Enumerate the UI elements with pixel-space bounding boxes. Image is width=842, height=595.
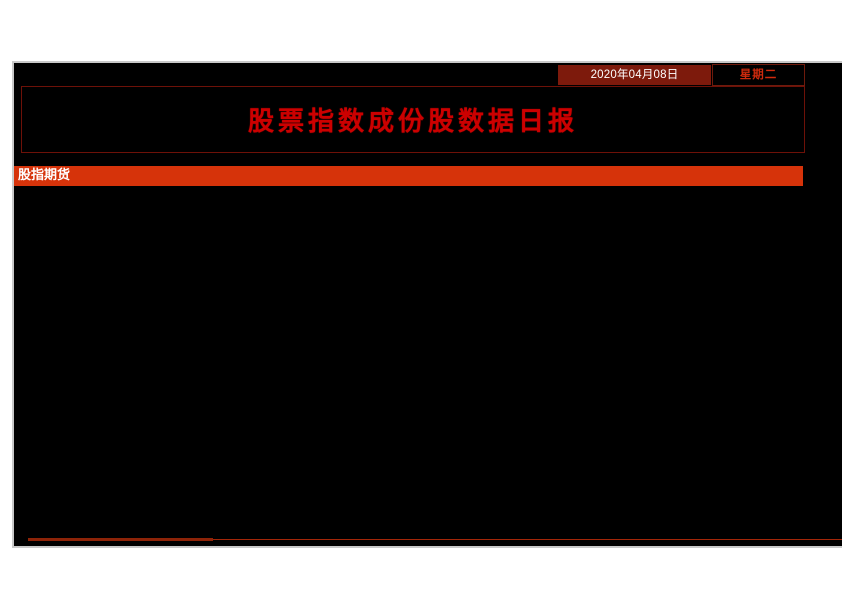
report-date-cell: 2020年04月08日 (557, 64, 712, 86)
title-box: 股票指数成份股数据日报 (21, 86, 805, 153)
section-data-region (14, 186, 842, 538)
section-header-label: 股指期货 (18, 168, 71, 183)
section-header-stock-index-futures[interactable]: 股指期货 (14, 166, 803, 186)
footer-rule-thick (28, 538, 213, 541)
report-weekday-cell: 星期二 (712, 64, 805, 86)
page-title: 股票指数成份股数据日报 (247, 107, 578, 137)
report-board: 2020年04月08日 星期二 股票指数成份股数据日报 股指期货 (14, 63, 842, 546)
footer-rule-thin (28, 539, 842, 540)
date-strip: 2020年04月08日 星期二 (557, 64, 805, 86)
